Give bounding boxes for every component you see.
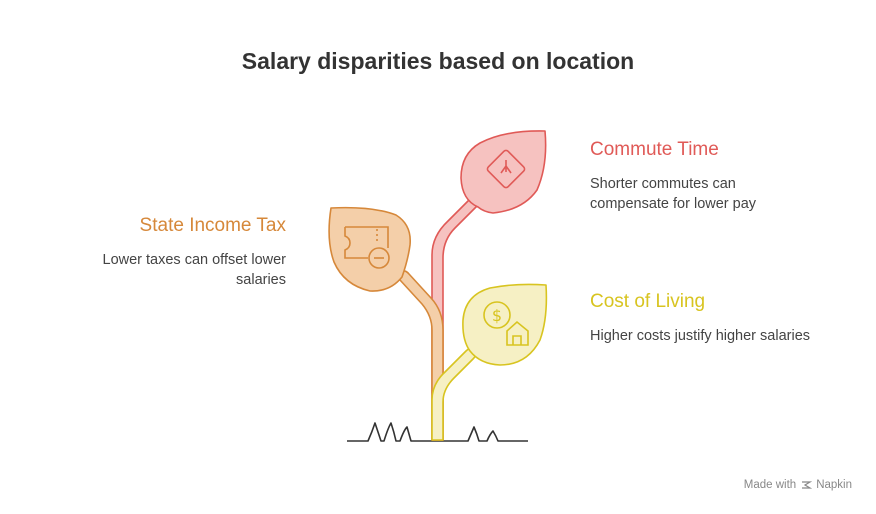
desc-living: Higher costs justify higher salaries	[590, 328, 811, 344]
label-tax: State Income Tax	[139, 215, 286, 236]
desc-commute: Shorter commutes can compensate for lowe…	[590, 176, 757, 212]
page-title: Salary disparities based on location	[241, 48, 635, 74]
label-living: Cost of Living	[590, 291, 706, 312]
compass-diamond-icon	[486, 149, 526, 189]
dollar-house-icon: $	[483, 301, 529, 346]
credit-prefix: Made with	[743, 479, 797, 491]
napkin-logo-icon	[802, 481, 813, 489]
ground-grass	[347, 422, 528, 442]
svg-text:$: $	[492, 306, 502, 325]
leaf-commute	[460, 130, 547, 214]
made-with-credit[interactable]: Made with Napkin	[744, 479, 852, 491]
credit-brand: Napkin	[816, 479, 852, 491]
ticket-minus-icon	[344, 226, 390, 269]
leaf-tax	[328, 206, 412, 292]
desc-tax: Lower taxes can offset lower salaries	[102, 252, 287, 288]
label-commute: Commute Time	[590, 139, 719, 160]
